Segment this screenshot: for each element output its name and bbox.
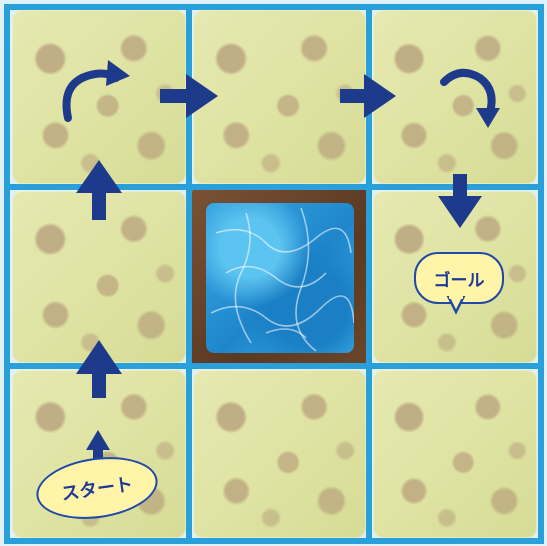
grid-line-v2	[366, 4, 372, 544]
grid-line-h1	[4, 184, 544, 190]
grass-tile-r0c1[interactable]	[193, 10, 366, 184]
water-tile	[206, 203, 354, 353]
grass-tile-r0c0[interactable]	[12, 10, 186, 184]
grid-border-right	[538, 4, 544, 544]
goal-label-text: ゴール	[433, 270, 485, 291]
grass-tile-r2c2[interactable]	[373, 370, 537, 538]
grass-tile-r2c1[interactable]	[193, 370, 366, 538]
goal-bubble-tail-icon	[446, 296, 466, 315]
grass-tile-r0c2[interactable]	[373, 10, 537, 184]
grid-border-top	[4, 4, 544, 10]
grid-line-v1	[186, 4, 192, 544]
grid-line-h2	[4, 363, 544, 369]
water-ripple-icon	[210, 207, 354, 352]
grid-border-bottom	[4, 538, 544, 544]
grass-tile-r1c0[interactable]	[12, 191, 186, 363]
start-label-text: スタート	[60, 474, 135, 505]
grid-border-left	[4, 4, 10, 544]
